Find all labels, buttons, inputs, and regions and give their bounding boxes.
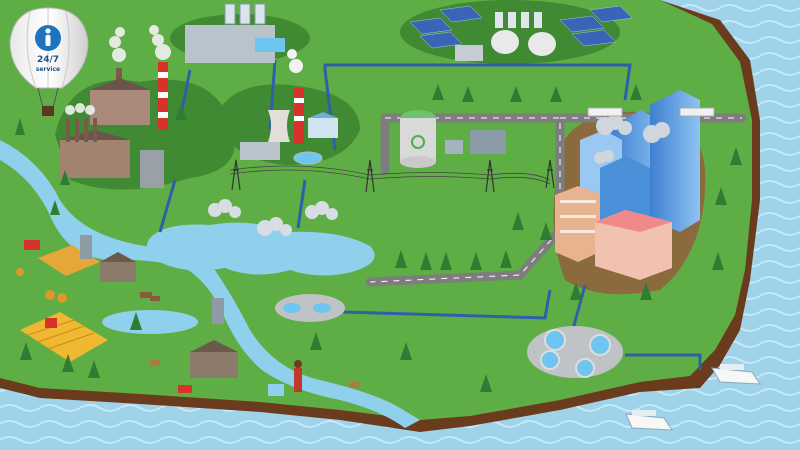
power-lines [229, 165, 551, 185]
water-purification-plant[interactable] [185, 3, 285, 63]
truck-icon[interactable] [587, 107, 715, 117]
balloon-label-top: 24/7 [37, 55, 59, 65]
balloon-label-bottom: service [36, 66, 60, 73]
cloud-icon [208, 199, 338, 236]
farm-area[interactable] [16, 235, 360, 396]
cruise-ship-icon[interactable] [625, 364, 761, 431]
biogas-tank-icon [400, 118, 436, 162]
trees [15, 84, 742, 392]
tractor-icon [24, 240, 192, 393]
storage-tanks [491, 12, 556, 56]
factory-building-left [60, 140, 130, 178]
recycle-icon [411, 135, 425, 149]
cooling-tower [268, 110, 290, 142]
hay-bales [16, 268, 67, 303]
crop-field [20, 312, 108, 362]
river [0, 140, 420, 428]
hot-air-balloon[interactable]: 24/7 service [9, 7, 89, 116]
factory-tower [140, 150, 164, 188]
water-treatment-icon[interactable] [275, 294, 623, 378]
windmill-icon [80, 235, 224, 324]
city-clouds [594, 114, 670, 164]
road-markings [369, 117, 742, 283]
pipe-network [158, 59, 702, 370]
statue-figure [294, 360, 302, 392]
farm-barn-icon [100, 252, 238, 378]
lake [146, 222, 375, 276]
smoke-plumes [65, 25, 171, 115]
well [268, 384, 284, 396]
city-district[interactable] [555, 90, 700, 280]
office-building-peach [555, 186, 600, 262]
power-plant[interactable] [240, 49, 338, 165]
cow-icon [140, 292, 160, 301]
solar-farm[interactable] [409, 5, 633, 61]
pond [102, 310, 198, 334]
deer-icon [150, 360, 360, 388]
solar-panel-icon [409, 5, 633, 49]
balloon-basket [42, 106, 54, 116]
factory-building-main [90, 90, 150, 125]
factory-complex[interactable] [60, 25, 171, 188]
biogas-plant[interactable] [400, 110, 506, 168]
pylons [231, 159, 555, 193]
